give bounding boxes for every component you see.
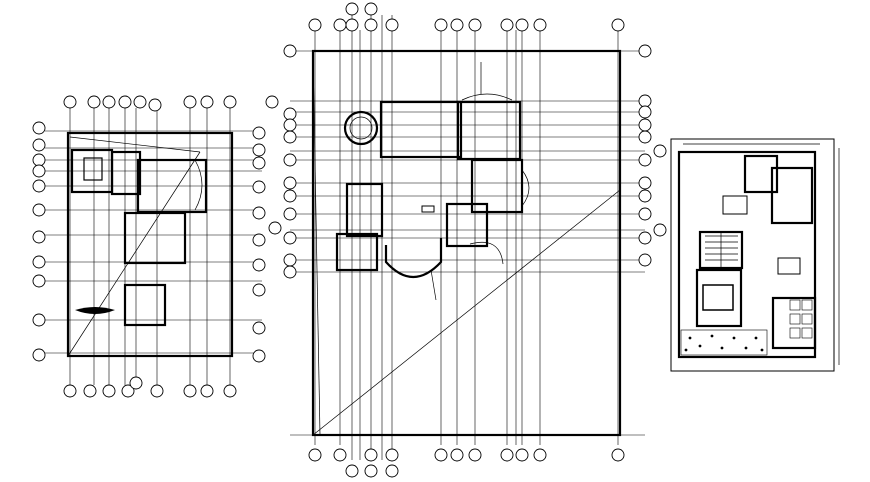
left-top-grid-bubbles bbox=[63, 95, 237, 112]
center-right-grid-bubbles bbox=[638, 44, 667, 267]
center-bay-window bbox=[384, 238, 443, 278]
center-grid-vertical bbox=[314, 15, 619, 460]
center-floor-plan bbox=[265, 2, 667, 478]
right-dining-room bbox=[743, 154, 779, 194]
center-bottom-grid-bubbles bbox=[308, 448, 625, 478]
center-left-grid-bubbles bbox=[265, 44, 297, 279]
left-room-lower bbox=[123, 283, 167, 327]
right-outer-wall bbox=[677, 150, 817, 359]
left-room-closet bbox=[110, 150, 142, 196]
right-garage-tiles bbox=[789, 299, 813, 339]
center-arc-lower bbox=[469, 241, 504, 265]
left-right-grid-bubbles bbox=[252, 126, 266, 363]
left-toilet-fixture bbox=[83, 157, 103, 181]
center-round-room bbox=[343, 110, 379, 146]
left-grid-horizontal bbox=[45, 130, 262, 354]
left-side-grid-bubbles bbox=[32, 121, 46, 362]
center-label-box bbox=[421, 205, 435, 213]
left-grid-vertical bbox=[69, 108, 231, 385]
center-arc-right bbox=[521, 169, 530, 207]
center-diagonal bbox=[312, 189, 621, 436]
left-outer-wall bbox=[66, 131, 234, 358]
left-arc bbox=[194, 159, 203, 211]
right-garden bbox=[680, 329, 768, 356]
center-room-d bbox=[445, 202, 489, 248]
center-room-c bbox=[470, 158, 524, 214]
left-room-center bbox=[123, 211, 187, 265]
right-bed bbox=[702, 284, 734, 311]
center-top-grid-bubbles bbox=[308, 2, 625, 32]
right-bedroom bbox=[695, 268, 743, 328]
right-furnished-plan bbox=[670, 138, 840, 372]
center-diagonal-left bbox=[312, 50, 321, 436]
right-sofa bbox=[777, 257, 801, 275]
center-room-e bbox=[335, 232, 379, 272]
center-outer-wall bbox=[311, 49, 622, 437]
right-dining-table bbox=[722, 195, 748, 215]
right-stair-treads bbox=[705, 232, 738, 268]
left-bottom-grid-bubbles bbox=[63, 376, 237, 398]
right-garage bbox=[771, 296, 817, 350]
center-room-stair bbox=[345, 182, 384, 238]
right-kitchen bbox=[770, 166, 814, 225]
center-arc-top bbox=[461, 93, 513, 101]
left-floor-plan bbox=[32, 95, 266, 398]
left-diagonal bbox=[67, 136, 201, 357]
center-room-a bbox=[379, 100, 463, 159]
center-room-b bbox=[456, 100, 522, 161]
right-garden-pattern bbox=[684, 334, 764, 352]
left-stair-hatch bbox=[75, 307, 115, 314]
center-grid-horizontal bbox=[290, 50, 645, 436]
